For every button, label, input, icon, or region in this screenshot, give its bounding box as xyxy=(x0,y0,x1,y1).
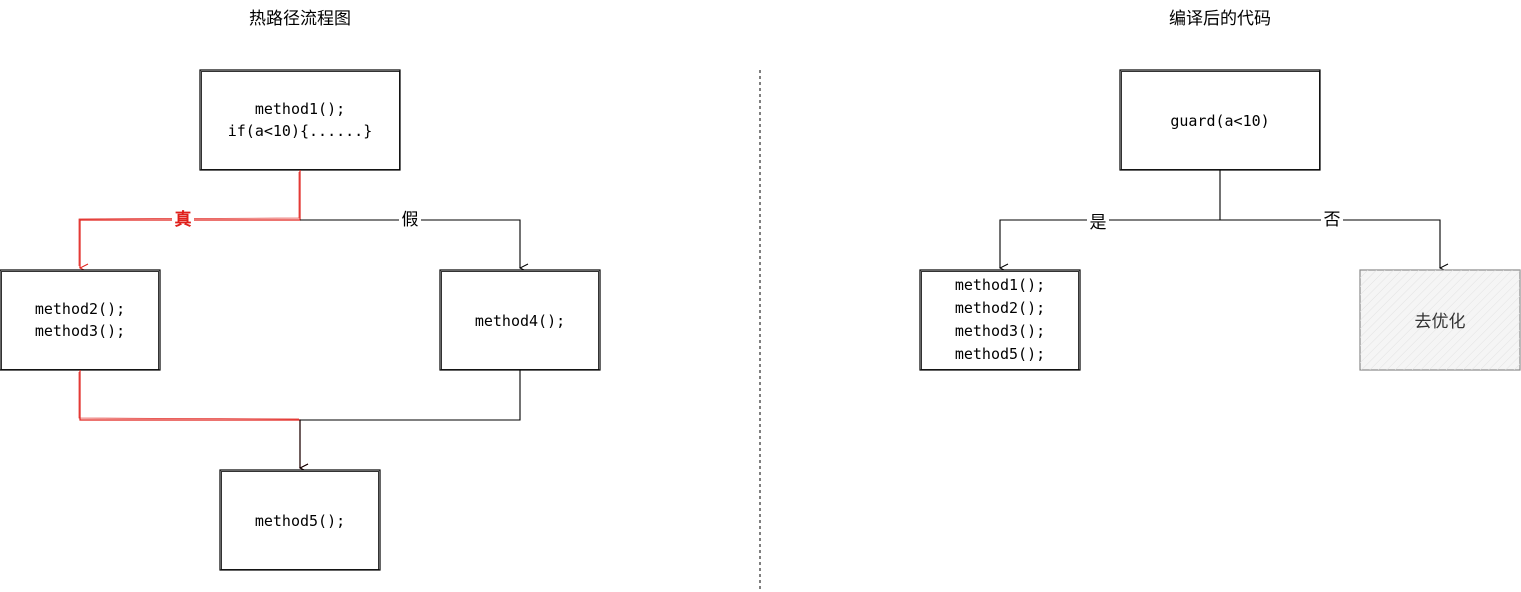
node-yes-line-4: method5(); xyxy=(955,345,1045,363)
label-no: 否 xyxy=(1324,210,1341,230)
edge-yes: 是 xyxy=(1000,170,1221,268)
label-true: 真 xyxy=(175,209,192,230)
edge-true: 真 xyxy=(78,170,301,268)
node-entry-line-2: if(a<10){......} xyxy=(228,122,373,140)
node-guard-line-1: guard(a<10) xyxy=(1170,112,1269,130)
node-true-line-1: method2(); xyxy=(35,300,125,318)
node-yes: method1(); method2(); method3(); method5… xyxy=(919,269,1081,371)
right-panel-title: 编译后的代码 xyxy=(1169,9,1271,29)
edge-true-to-merge xyxy=(78,370,300,468)
node-guard: guard(a<10) xyxy=(1119,69,1321,171)
label-false: 假 xyxy=(402,210,419,230)
node-yes-line-3: method3(); xyxy=(955,322,1045,340)
node-entry: method1(); if(a<10){......} xyxy=(199,69,401,171)
node-entry-line-1: method1(); xyxy=(255,100,345,118)
edge-no: 否 xyxy=(1220,208,1440,268)
node-yes-line-2: method2(); xyxy=(955,299,1045,317)
node-merge-line-1: method5(); xyxy=(255,512,345,530)
node-true-line-2: method3(); xyxy=(35,322,125,340)
node-true: method2(); method3(); xyxy=(0,269,161,371)
left-panel-title: 热路径流程图 xyxy=(249,9,351,29)
node-yes-line-1: method1(); xyxy=(955,276,1045,294)
node-merge: method5(); xyxy=(219,469,381,571)
node-deoptimize: 去优化 xyxy=(1359,269,1521,371)
node-deoptimize-label: 去优化 xyxy=(1415,312,1466,332)
node-false-line-1: method4(); xyxy=(475,312,565,330)
edge-false-to-merge xyxy=(300,370,521,468)
label-yes: 是 xyxy=(1090,213,1107,233)
node-false: method4(); xyxy=(439,269,601,371)
edge-false: 假 xyxy=(300,208,520,268)
